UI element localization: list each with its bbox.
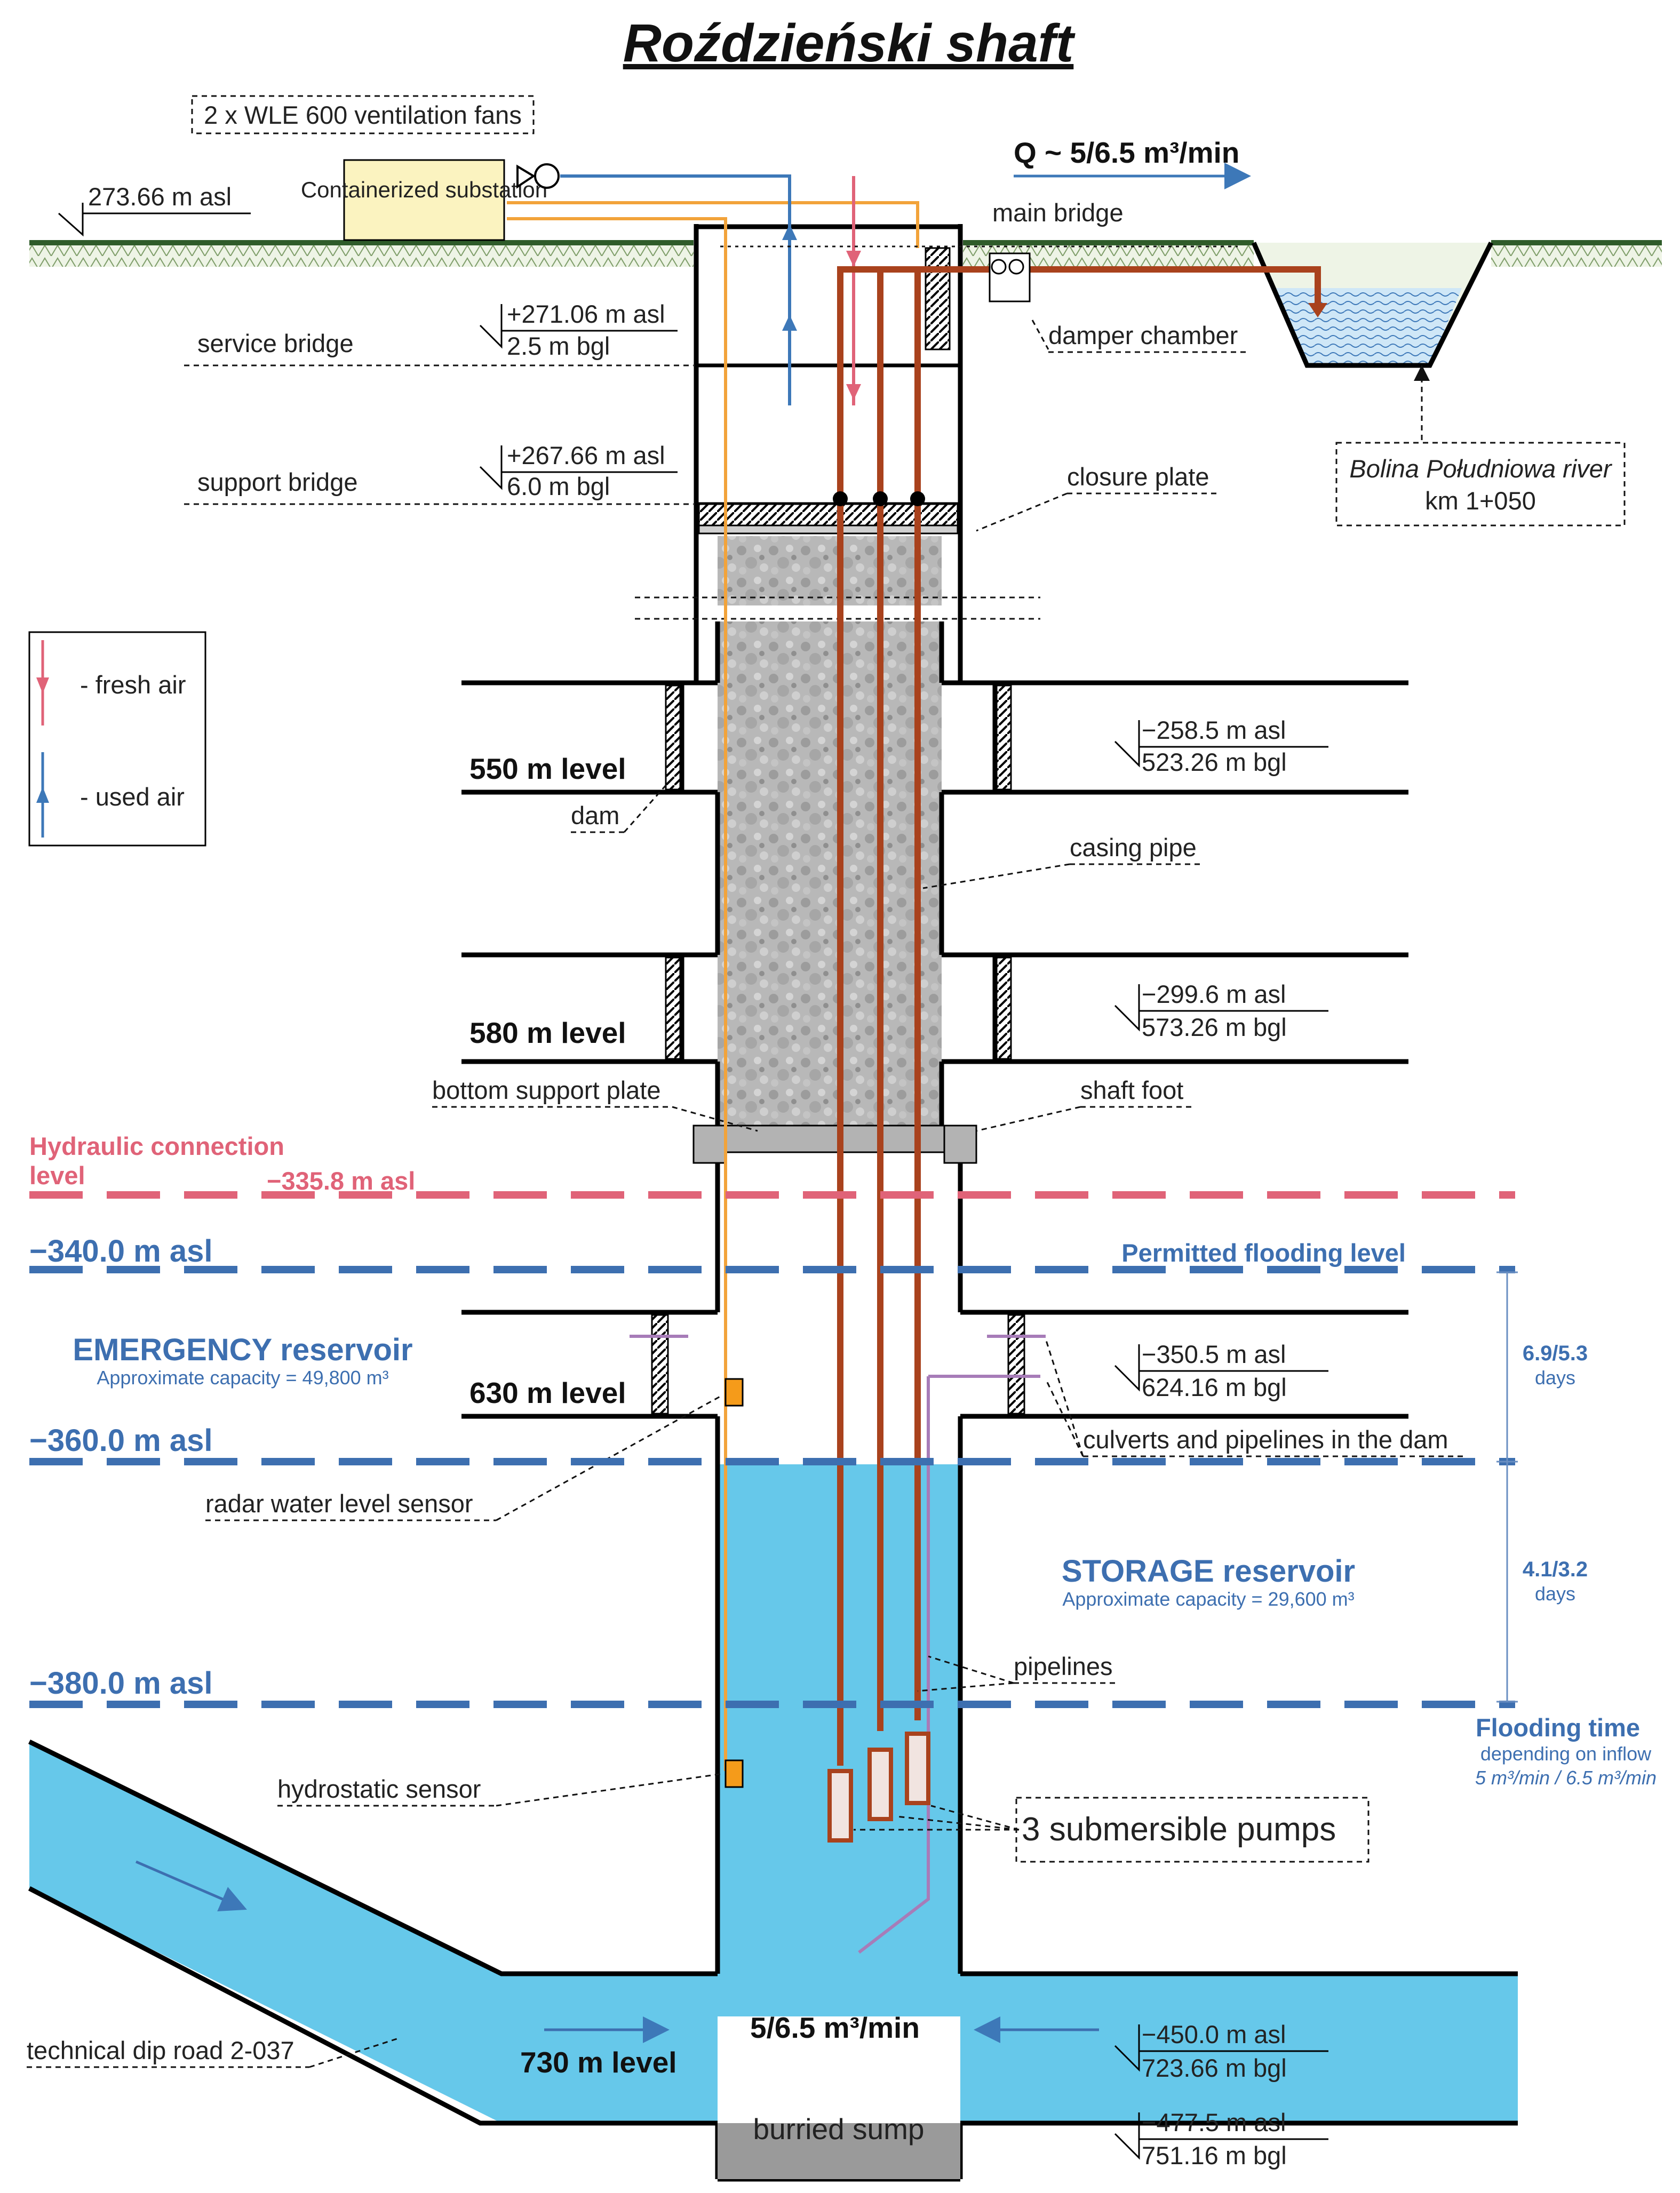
culverts-label: culverts and pipelines in the dam	[1083, 1425, 1448, 1454]
ground-surface	[29, 240, 1662, 267]
hydrostatic-sensor-label: hydrostatic sensor	[277, 1775, 481, 1803]
water-levels: Hydraulic connection level −335.8 m asl …	[29, 1132, 1515, 1708]
hydraulic-level-line2: level	[29, 1161, 85, 1190]
casing-pipe-label: casing pipe	[1070, 833, 1197, 862]
sump-label: burried sump	[753, 2112, 925, 2146]
service-bridge-bgl: 2.5 m bgl	[507, 332, 610, 360]
level-730-label: 730 m level	[520, 2046, 677, 2079]
surface-equipment: Containerized substation 2 x WLE 600 ven…	[191, 95, 560, 241]
level-labels: 550 m level −258.5 m asl 523.26 m bgl da…	[27, 716, 1467, 2170]
level-340-label: −340.0 m asl	[29, 1234, 212, 1269]
dip-road-label: technical dip road 2-037	[27, 2036, 294, 2064]
radar-sensor-label: radar water level sensor	[205, 1489, 473, 1518]
hydraulic-level-value: −335.8 m asl	[267, 1167, 415, 1195]
ground-elevation: 273.66 m asl	[88, 182, 232, 211]
emergency-flooding-days: days	[1535, 1367, 1575, 1389]
emergency-flooding-time: 6.9/5.3	[1523, 1342, 1588, 1365]
dam-label: dam	[571, 801, 619, 830]
legend-used-air: - used air	[80, 783, 185, 811]
fans-label: 2 x WLE 600 ventilation fans	[204, 101, 522, 129]
service-bridge-label: service bridge	[197, 329, 354, 357]
pipelines-label: pipelines	[1014, 1652, 1113, 1680]
hydraulic-level-line1: Hydraulic connection	[29, 1132, 284, 1160]
river-km: km 1+050	[1425, 487, 1536, 515]
permitted-flooding-label: Permitted flooding level	[1121, 1239, 1406, 1267]
storage-reservoir-title: STORAGE reservoir	[1062, 1554, 1355, 1589]
legend: - fresh air - used air	[28, 631, 206, 847]
flooding-time: 6.9/5.3 days 4.1/3.2 days Flooding time …	[1475, 1271, 1657, 1789]
flooding-time-sub2: 5 m³/min / 6.5 m³/min	[1475, 1767, 1657, 1789]
storage-flooding-time: 4.1/3.2	[1523, 1558, 1588, 1581]
storage-reservoir-capacity: Approximate capacity = 29,600 m³	[1062, 1588, 1354, 1610]
river-name: Bolina Południowa river	[1349, 454, 1613, 483]
shaft-foot-label: shaft foot	[1080, 1076, 1183, 1104]
reservoir-labels: EMERGENCY reservoir Approximate capacity…	[73, 1333, 1355, 1610]
river-label-box	[1335, 442, 1626, 527]
support-bridge-asl: +267.66 m asl	[507, 441, 665, 469]
substation-box	[343, 159, 505, 241]
level-630-bgl: 624.16 m bgl	[1142, 1373, 1287, 1401]
flow-arrows	[136, 1860, 1099, 2043]
support-bridge-label: support bridge	[197, 468, 357, 496]
emergency-reservoir-title: EMERGENCY reservoir	[73, 1333, 412, 1367]
closure-plate-label: closure plate	[1067, 462, 1209, 491]
level-550-bgl: 523.26 m bgl	[1142, 748, 1287, 776]
flooding-time-sub1: depending on inflow	[1480, 1743, 1652, 1765]
fan-icon	[534, 163, 560, 189]
level-630-asl: −350.5 m asl	[1142, 1340, 1286, 1368]
substation-label: Containerized substation	[301, 177, 547, 202]
surface-labels: 273.66 m asl Q ~ 5/6.5 m³/min main bridg…	[58, 136, 1626, 527]
legend-fresh-air: - fresh air	[80, 671, 186, 699]
level-630-label: 630 m level	[469, 1376, 626, 1409]
support-bridge-bgl: 6.0 m bgl	[507, 472, 610, 500]
pumps-label: 3 submersible pumps	[1022, 1811, 1336, 1848]
service-bridge-asl: +271.06 m asl	[507, 300, 665, 328]
level-580-label: 580 m level	[469, 1016, 626, 1049]
sump-asl: −477.5 m asl	[1142, 2108, 1286, 2136]
pipelines-group	[507, 174, 1327, 1954]
inflow-label: 5/6.5 m³/min	[750, 2011, 920, 2044]
level-360-label: −360.0 m asl	[29, 1423, 212, 1458]
level-580-bgl: 573.26 m bgl	[1142, 1013, 1287, 1041]
diagram-title: Roździeński shaft	[623, 13, 1076, 73]
level-730-asl: −450.0 m asl	[1142, 2020, 1286, 2048]
discharge-flow: Q ~ 5/6.5 m³/min	[1014, 136, 1239, 169]
flooding-time-title: Flooding time	[1476, 1713, 1640, 1742]
shaft-walls	[461, 224, 1408, 1419]
level-380-label: −380.0 m asl	[29, 1666, 212, 1701]
bottom-support-plate-label: bottom support plate	[432, 1076, 661, 1104]
level-550-label: 550 m level	[469, 752, 626, 785]
water-body	[28, 1416, 1518, 2182]
fans-label-box	[191, 95, 535, 134]
damper-chamber-label: damper chamber	[1048, 321, 1238, 349]
river-channel	[1251, 241, 1494, 368]
main-bridge-label: main bridge	[992, 198, 1124, 227]
sump-bgl: 751.16 m bgl	[1142, 2141, 1287, 2170]
level-580-asl: −299.6 m asl	[1142, 980, 1286, 1008]
level-550-asl: −258.5 m asl	[1142, 716, 1286, 744]
level-730-bgl: 723.66 m bgl	[1142, 2054, 1287, 2082]
emergency-reservoir-capacity: Approximate capacity = 49,800 m³	[97, 1367, 388, 1389]
storage-flooding-days: days	[1535, 1583, 1575, 1605]
bridge-labels: service bridge +271.06 m asl 2.5 m bgl s…	[184, 300, 1219, 532]
